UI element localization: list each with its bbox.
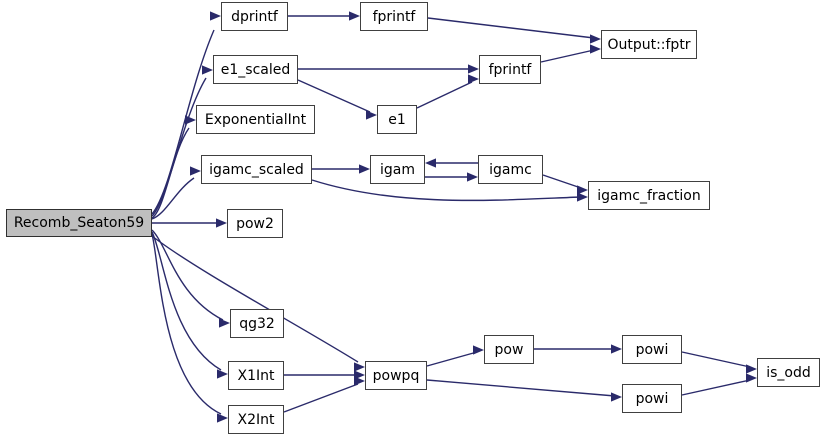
- arrowhead-x2int-to-powpq: [354, 376, 365, 386]
- arrowhead-recomb-to-igamc_scaled: [190, 166, 201, 176]
- node-powpq[interactable]: powpq: [365, 361, 427, 390]
- arrowhead-dprintf-to-fprintf1: [349, 11, 360, 21]
- node-igamc_scaled[interactable]: igamc_scaled: [201, 155, 312, 184]
- arrowhead-e1_scaled-to-fprintf2: [468, 64, 479, 74]
- arrowhead-igamc_scaled-to-igam: [359, 164, 370, 174]
- arrowhead-recomb-to-powpq: [354, 362, 365, 372]
- arrowhead-igamc-to-igam: [425, 158, 436, 168]
- node-fprintf1[interactable]: fprintf: [360, 2, 428, 31]
- edge-powpq-to-pow: [426, 351, 478, 367]
- arrowhead-igamc-to-igamc_fraction: [577, 185, 588, 195]
- node-powi2[interactable]: powi: [622, 384, 682, 413]
- node-igamc[interactable]: igamc: [478, 155, 543, 184]
- edge-igamc_scaled-to-igamc_fraction: [311, 179, 582, 202]
- node-igamc_fraction[interactable]: igamc_fraction: [588, 181, 710, 210]
- arrowhead-fprintf2-to-outputfptr: [590, 44, 601, 54]
- node-x1int[interactable]: X1Int: [228, 361, 284, 390]
- edge-recomb-to-x1int: [151, 231, 222, 371]
- edge-e1-to-fprintf2: [416, 81, 473, 109]
- arrowhead-recomb-to-e1_scaled: [202, 65, 213, 75]
- arrowhead-fprintf1-to-outputfptr: [590, 34, 601, 44]
- node-x2int[interactable]: X2Int: [228, 405, 284, 434]
- arrowhead-recomb-to-dprintf: [210, 11, 221, 21]
- node-recomb[interactable]: Recomb_Seaton59: [6, 209, 152, 237]
- node-igam[interactable]: igam: [370, 155, 425, 184]
- edge-e1_scaled-to-e1: [297, 79, 371, 113]
- node-pow2[interactable]: pow2: [227, 209, 283, 238]
- node-powi1[interactable]: powi: [622, 335, 682, 364]
- edge-recomb-to-x2int: [151, 233, 222, 415]
- arrowhead-recomb-to-pow2: [216, 218, 227, 228]
- edge-igamc-to-igamc_fraction: [542, 174, 582, 189]
- edge-recomb-to-igamc_scaled: [151, 177, 195, 220]
- edge-recomb-to-powpq: [151, 235, 359, 363]
- edge-fprintf2-to-outputfptr: [540, 49, 595, 63]
- edge-x2int-to-powpq: [283, 383, 359, 413]
- node-e1[interactable]: e1: [377, 105, 417, 134]
- arrowhead-x1int-to-powpq: [354, 370, 365, 380]
- edge-recomb-to-qg32: [151, 229, 224, 321]
- node-is_odd[interactable]: is_odd: [757, 358, 820, 387]
- arrowhead-recomb-to-exponentialint: [185, 115, 196, 125]
- arrowhead-igamc_scaled-to-igamc_fraction: [577, 192, 588, 202]
- edge-recomb-to-exponentialint: [151, 127, 190, 219]
- node-e1_scaled[interactable]: e1_scaled: [213, 55, 298, 84]
- arrowhead-e1_scaled-to-e1: [366, 110, 377, 120]
- arrowhead-powi1-to-is_odd: [746, 364, 757, 374]
- edge-powpq-to-powi2: [426, 379, 616, 397]
- node-qg32[interactable]: qg32: [230, 309, 284, 338]
- node-pow[interactable]: pow: [484, 335, 534, 364]
- arrowhead-powpq-to-pow: [473, 345, 484, 355]
- node-fprintf2[interactable]: fprintf: [479, 55, 541, 84]
- arrowhead-powpq-to-powi2: [611, 392, 622, 402]
- arrowhead-e1-to-fprintf2: [468, 74, 479, 84]
- node-dprintf[interactable]: dprintf: [221, 2, 288, 31]
- node-outputfptr[interactable]: Output::fptr: [601, 30, 697, 59]
- node-exponentialint[interactable]: ExponentialInt: [196, 105, 315, 134]
- arrowhead-pow-to-powi1: [611, 344, 622, 354]
- arrowhead-recomb-to-qg32: [219, 318, 230, 328]
- arrowhead-powi2-to-is_odd: [746, 373, 757, 383]
- edge-powi1-to-is_odd: [681, 351, 751, 368]
- arrowhead-recomb-to-x2int: [217, 413, 228, 423]
- edge-fprintf1-to-outputfptr: [427, 17, 595, 39]
- edge-recomb-to-dprintf: [151, 29, 215, 215]
- arrowhead-igam-to-igamc: [467, 172, 478, 182]
- edge-powi2-to-is_odd: [681, 379, 751, 396]
- arrowhead-recomb-to-x1int: [217, 369, 228, 379]
